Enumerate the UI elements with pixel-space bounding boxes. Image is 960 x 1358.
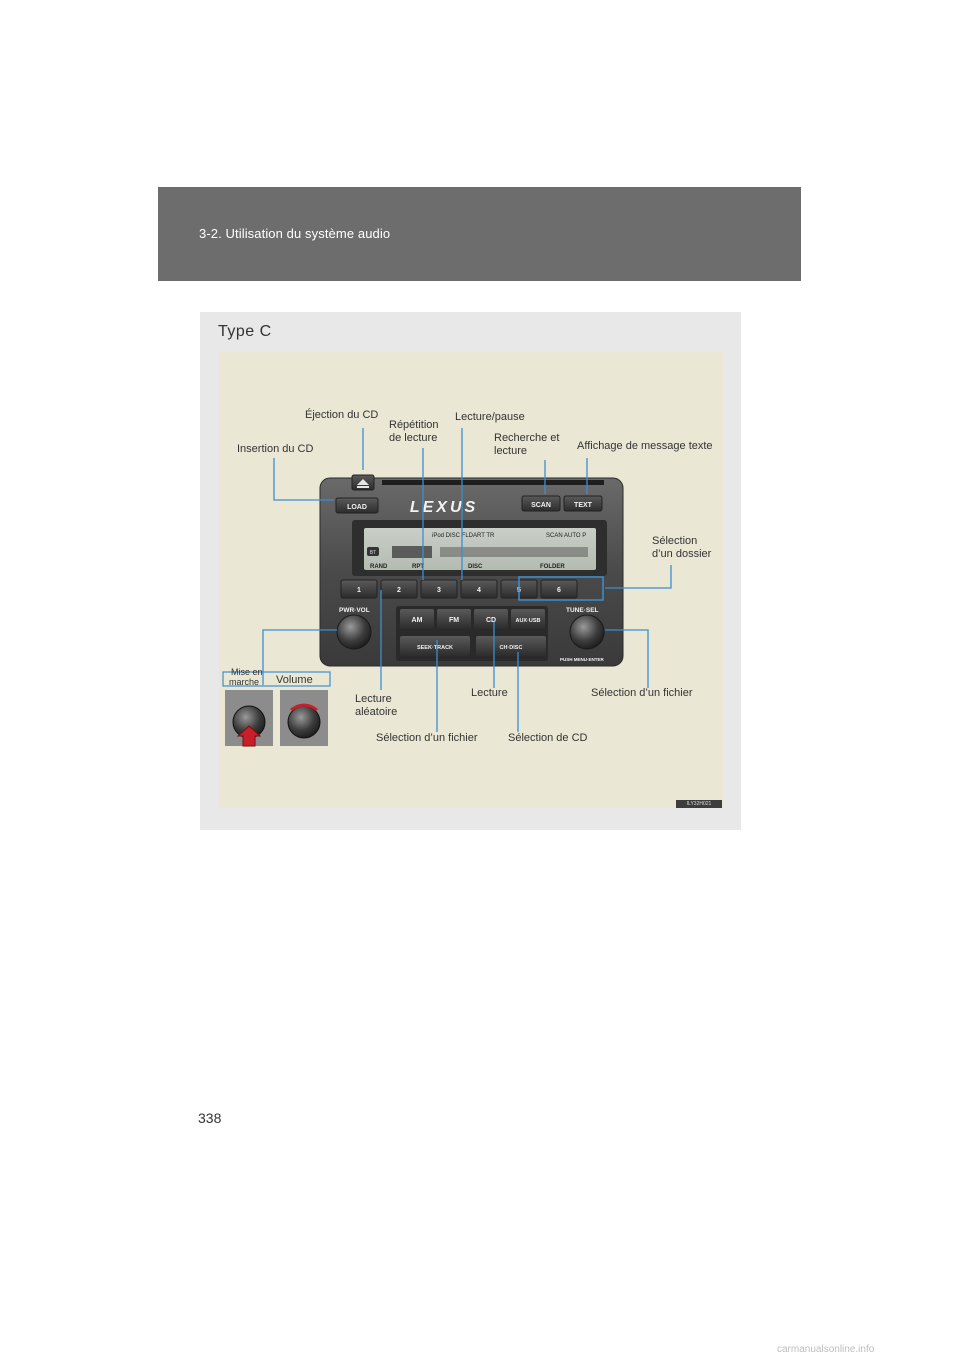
lcd-bt-label: BT xyxy=(370,550,376,556)
fm-button xyxy=(437,609,471,629)
press-arrow-icon xyxy=(236,725,262,747)
preset-button-2 xyxy=(380,579,418,599)
pwr-vol-knob xyxy=(336,614,372,650)
preset-label-1: 1 xyxy=(357,587,361,594)
load-label: LOAD xyxy=(347,504,367,511)
figure-title: Type C xyxy=(218,323,272,340)
lcd-rand: RAND xyxy=(370,564,388,570)
preset-button-3 xyxy=(420,579,458,599)
callout-lecture: Lecture xyxy=(471,687,508,699)
folder-selection-highlight xyxy=(518,576,604,601)
header-band xyxy=(158,187,801,281)
lcd-dotmatrix xyxy=(440,547,588,557)
preset-label-3: 3 xyxy=(437,587,441,594)
aux-label: AUX·USB xyxy=(515,618,540,624)
pwr-vol-label: PWR·VOL xyxy=(339,607,370,614)
callout-mise-en-marche-1: Mise en xyxy=(231,667,263,677)
lexus-logo: LEXUS xyxy=(410,499,478,516)
callout-selection-dossier-2: d’un dossier xyxy=(652,548,712,560)
rotate-arrow-icon xyxy=(290,703,318,712)
eject-icon xyxy=(357,479,369,485)
scan-label: SCAN xyxy=(531,502,551,509)
tune-sel-label: TUNE·SEL xyxy=(566,607,599,614)
callout-ejection: Éjection du CD xyxy=(305,409,379,421)
inset-volume-knob xyxy=(287,705,321,739)
ch-disc-label: CH·DISC xyxy=(500,645,523,651)
page-number: 338 xyxy=(198,1110,222,1126)
callout-mise-en-marche-2: marche xyxy=(229,677,260,687)
scan-button xyxy=(521,495,561,512)
lcd-disc: DISC xyxy=(468,564,483,570)
am-label: AM xyxy=(412,617,423,624)
text-label: TEXT xyxy=(574,502,593,509)
preset-button-1 xyxy=(340,579,378,599)
load-button xyxy=(335,497,379,514)
cd-slot xyxy=(382,480,604,485)
callout-recherche-1: Recherche et xyxy=(494,432,560,444)
tune-sel-knob xyxy=(569,614,605,650)
callout-leaders xyxy=(262,428,672,732)
callout-selection-cd: Sélection de CD xyxy=(508,732,588,744)
lcd-screen xyxy=(364,528,596,570)
aux-button xyxy=(511,609,545,629)
callout-affichage: Affichage de message texte xyxy=(577,440,713,452)
callout-selection-fichier-right: Sélection d’un fichier xyxy=(591,687,693,699)
am-button xyxy=(400,609,434,629)
cd-label: CD xyxy=(486,617,496,624)
text-button xyxy=(563,495,603,512)
seek-track-button xyxy=(400,636,470,656)
preset-button-6 xyxy=(540,579,578,599)
callout-repetition-1: Répétition xyxy=(389,419,439,431)
preset-button-4 xyxy=(460,579,498,599)
fm-label: FM xyxy=(449,617,459,624)
seek-track-label: SEEK·TRACK xyxy=(417,645,453,651)
lcd-top-indicators: iPod DISC FLDART TR xyxy=(432,533,495,539)
callout-lecture-aleatoire-1: Lecture xyxy=(355,693,392,705)
preset-label-6: 6 xyxy=(557,587,561,594)
callout-volume: Volume xyxy=(276,674,313,686)
lcd-folder: FOLDER xyxy=(540,564,565,570)
callout-lecture-aleatoire-2: aléatoire xyxy=(355,706,398,718)
lcd-scan-indicator: SCAN AUTO P xyxy=(546,533,586,539)
callout-insertion: Insertion du CD xyxy=(237,443,314,455)
callout-repetition-2: de lecture xyxy=(389,432,438,444)
callout-lecture-pause: Lecture/pause xyxy=(455,411,525,423)
push-menu-label: PUSH MENU·ENTER xyxy=(560,657,605,662)
callout-selection-dossier-1: Sélection xyxy=(652,535,698,547)
lcd-digits xyxy=(392,546,432,558)
preset-label-4: 4 xyxy=(477,587,481,594)
section-title: 3-2. Utilisation du système audio xyxy=(199,226,391,241)
callout-recherche-2: lecture xyxy=(494,445,528,457)
preset-label-2: 2 xyxy=(397,587,401,594)
callout-selection-fichier-bottom: Sélection d’un fichier xyxy=(376,732,478,744)
cd-button xyxy=(474,609,508,629)
watermark[interactable]: carmanualsonline.info xyxy=(777,1344,875,1355)
figure-id-tag: ILY32H021 xyxy=(676,800,722,808)
lcd-bt-badge xyxy=(367,547,379,556)
inset-callout-bracket xyxy=(222,671,331,687)
lcd-rpt: RPT xyxy=(412,564,424,570)
